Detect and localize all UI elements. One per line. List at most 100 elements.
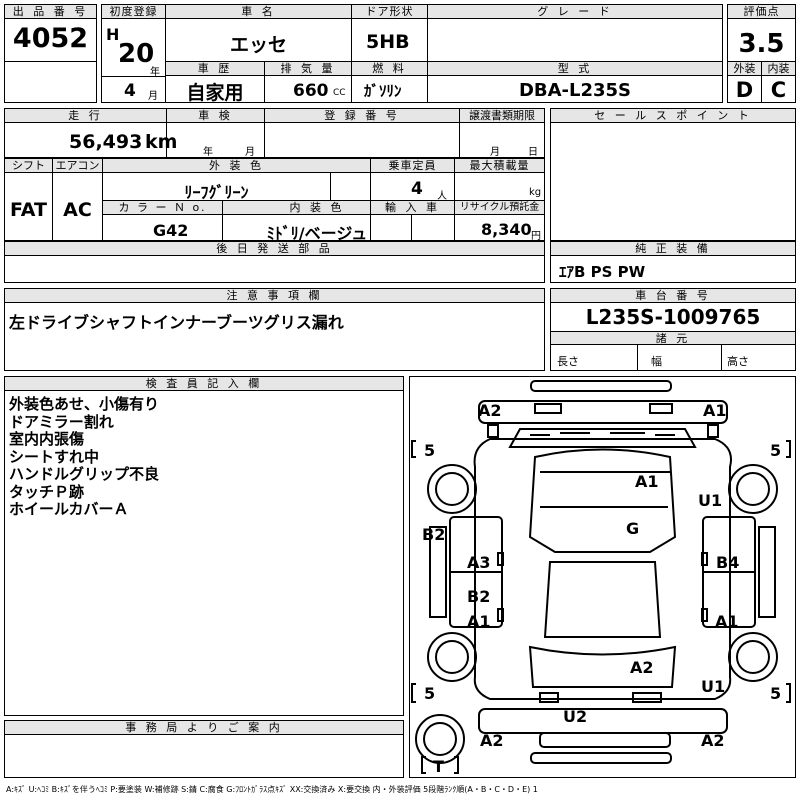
inspector-note: ホイールカバーＡ	[9, 500, 129, 518]
exterior-label: 外装	[728, 62, 761, 76]
inspector-note: 室内内張傷	[9, 430, 85, 448]
divider	[330, 173, 331, 200]
inspector-note: シートすれ中	[9, 447, 100, 466]
damage-mark: B4	[716, 553, 740, 572]
int-color: ﾐﾄﾞﾘ/ベージュ	[266, 224, 368, 243]
caution-text: 左ドライブシャフトインナーブーツグリス漏れ	[9, 313, 344, 332]
color-no-label: カ ラ ー Ｎ o.	[103, 201, 222, 215]
damage-mark: A2	[630, 658, 654, 677]
displacement-label: 排 気 量	[265, 62, 351, 76]
capacity-box: 乗車定員 4 人	[370, 158, 455, 202]
inspector-note: ハンドルグリップ不良	[9, 465, 160, 483]
height-label: 高さ	[727, 355, 749, 368]
import-box: 輸 入 車	[370, 200, 455, 241]
color-no-box: カ ラ ー Ｎ o. G42	[102, 200, 223, 241]
ac: AC	[63, 199, 92, 221]
year-unit: 年	[150, 67, 160, 78]
shift-label: シフト	[5, 159, 52, 173]
sales-points-box: セ ー ル ス ポ イ ン ト	[550, 108, 796, 241]
sales-points-label: セ ー ル ス ポ イ ン ト	[551, 109, 795, 123]
grade-box: グ レ ー ド	[427, 4, 723, 62]
score-label: 評価点	[728, 5, 795, 19]
length-label: 長さ	[557, 355, 579, 368]
damage-mark: U1	[698, 491, 723, 510]
damage-mark: G	[626, 519, 640, 538]
lot-blank-box	[4, 61, 97, 103]
displacement-unit: CC	[333, 88, 346, 98]
first-registration-year: 20	[118, 39, 155, 69]
first-registration-month: 4	[124, 81, 136, 101]
model-label: 型 式	[428, 62, 722, 76]
int-color-label: 内 装 色	[223, 201, 411, 215]
ext-color-label: 外 装 色	[103, 159, 370, 173]
chassis-label: 車 台 番 号	[551, 289, 795, 303]
model-box: 型 式 DBA-L235S	[427, 61, 723, 103]
int-color-box: 内 装 色 ﾐﾄﾞﾘ/ベージュ	[222, 200, 412, 243]
shift: FAT	[10, 199, 47, 221]
damage-mark: A1	[703, 401, 727, 420]
inspector-notes: 外装色あせ、小傷有り ドアミラー割れ 室内内張傷 シートすれ中 ハンドルグリップ…	[9, 395, 399, 519]
displacement: 660	[293, 81, 329, 101]
lot-number-box: 出 品 番 号 4052	[4, 4, 97, 62]
mileage-box: 走 行 56,493 km	[4, 108, 177, 158]
era: H	[106, 25, 120, 44]
divider	[721, 345, 722, 370]
damage-mark: U2	[563, 707, 588, 726]
equipment-box: 純 正 装 備 ｴｱB PS PW	[550, 241, 796, 283]
door-label: ドア形状	[352, 5, 427, 19]
capacity-label: 乗車定員	[371, 159, 454, 173]
lot-number: 4052	[12, 23, 89, 54]
office-box: 事 務 局 よ り ご 案 内	[4, 720, 404, 778]
first-registration-box: 初度登録 H 20 年 4 月	[101, 4, 166, 103]
capacity: 4	[411, 179, 423, 199]
tire-front-left: 5	[424, 441, 436, 460]
fuel-label: 燃 料	[352, 62, 427, 76]
interior-grade-box: 内装 C	[761, 61, 796, 103]
damage-mark: B2	[422, 525, 446, 544]
car-name: エッセ	[229, 34, 287, 56]
car-name-label: 車 名	[166, 5, 351, 19]
exterior-grade-box: 外装 D	[727, 61, 762, 103]
transfer-month-unit: 月	[490, 147, 500, 158]
damage-mark: B2	[467, 587, 491, 606]
ext-color-box: 外 装 色 ﾘｰﾌｸﾞﾘｰﾝ	[102, 158, 371, 202]
width-label: 幅	[651, 355, 662, 368]
caution-box: 注 意 事 項 欄 左ドライブシャフトインナーブーツグリス漏れ	[4, 288, 545, 371]
ac-box: エアコン AC	[52, 158, 103, 241]
later-parts-box: 後 日 発 送 部 品	[4, 241, 545, 283]
car-outline-drawing	[411, 380, 791, 774]
ac-label: エアコン	[53, 159, 102, 173]
interior-label: 内装	[762, 62, 795, 76]
later-parts-label: 後 日 発 送 部 品	[5, 242, 544, 256]
divider	[637, 345, 638, 370]
inspection-box: 車 検 年 月	[166, 108, 265, 158]
inspector-note: 外装色あせ、小傷有り	[9, 395, 160, 413]
inspector-note: ドアミラー割れ	[9, 412, 114, 431]
door-type: 5HB	[366, 31, 410, 53]
history-box: 車 歴 自家用	[165, 61, 265, 104]
max-load-unit: kg	[529, 187, 542, 198]
max-load-box: 最大積載量 kg	[454, 158, 545, 201]
mileage-label: 走 行	[5, 109, 166, 123]
chassis-box: 車 台 番 号 L235S-1009765 諸 元 長さ 幅 高さ	[550, 288, 796, 371]
door-box: ドア形状 5HB	[351, 4, 428, 62]
displacement-box: 排 気 量 660 CC	[264, 61, 352, 103]
month-unit: 月	[148, 91, 158, 102]
inspection-year-unit: 年	[203, 147, 213, 158]
tire-rear-right: 5	[770, 684, 782, 703]
damage-mark: A2	[480, 731, 504, 750]
fuel-box: 燃 料 ｶﾞｿﾘﾝ	[351, 61, 428, 103]
first-registration-label: 初度登録	[102, 5, 165, 19]
shift-box: シフト FAT	[4, 158, 53, 241]
ext-color: ﾘｰﾌｸﾞﾘｰﾝ	[184, 183, 249, 202]
capacity-unit: 人	[437, 191, 447, 202]
divider	[102, 76, 165, 77]
office-label: 事 務 局 よ り ご 案 内	[5, 721, 403, 735]
score-box: 評価点 3.5	[727, 4, 796, 62]
inspector-box: 検 査 員 記 入 欄 外装色あせ、小傷有り ドアミラー割れ 室内内張傷 シート…	[4, 376, 404, 716]
legend: A:ｷｽﾞ U:ﾍｺﾐ B:ｷｽﾞを伴うﾍｺﾐ P:要塗装 W:補修跡 S:錆 …	[6, 785, 538, 794]
recycle-unit: 円	[531, 231, 541, 242]
mileage: 56,493	[69, 131, 143, 153]
inspector-note: タッチＰ跡	[9, 482, 85, 501]
registration-label: 登 録 番 号	[265, 109, 459, 123]
